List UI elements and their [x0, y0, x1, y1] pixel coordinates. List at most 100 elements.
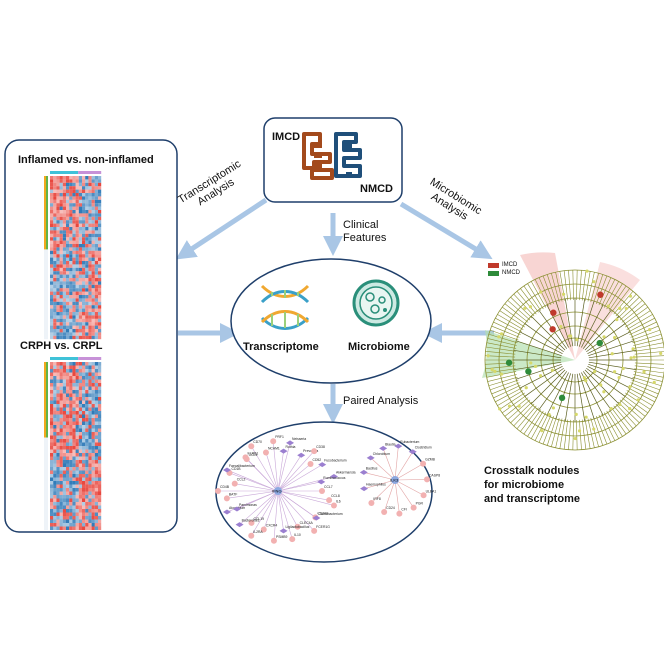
microbe-node-right-7 — [360, 486, 369, 492]
microbe-node-right-8 — [359, 469, 368, 475]
gene-node-left-30 — [307, 461, 314, 468]
legend-swatch-imcd — [488, 263, 499, 268]
gene-node-right-0 — [420, 460, 427, 467]
gene-node-left-5 — [311, 527, 318, 534]
node-label-left-0: CCL7 — [324, 485, 333, 489]
heatmap-crp — [44, 357, 102, 530]
node-label-left-33: Ruminococcus — [323, 476, 346, 480]
node-label-right-5: CD24 — [386, 506, 395, 510]
node-label-left-21: KLRB1 — [247, 451, 258, 455]
dna-icon — [260, 284, 310, 330]
microbe-node-left-14 — [222, 509, 231, 515]
cohort-box — [263, 117, 403, 203]
imcd-intestine-icon — [302, 132, 334, 180]
crp-heatmap-title: CRPH vs. CRPL — [20, 340, 103, 352]
microbe-node-left-13 — [235, 522, 244, 528]
gene-node-left-6 — [294, 523, 301, 530]
node-label-left-11: IL2RA — [253, 530, 263, 534]
node-label-right-3: PGR — [416, 502, 424, 506]
gene-node-left-16 — [223, 495, 230, 502]
gene-node-left-17 — [215, 488, 221, 494]
node-label-left-26: Rothia — [286, 445, 296, 449]
node-label-left-1: CCL8 — [331, 494, 340, 498]
gene-node-left-25 — [270, 438, 277, 445]
node-label-left-31: Fusobacterium — [324, 459, 347, 463]
transcriptome-label: Transcriptome — [243, 341, 319, 353]
node-label-left-24: NCAM1 — [268, 447, 280, 451]
clinical-features-label: Clinical Features — [343, 219, 387, 244]
microbe-node-left-8 — [279, 528, 288, 534]
microbe-node-left-31 — [318, 462, 327, 468]
arrow-to-transcriptomic — [175, 197, 268, 260]
arrows — [175, 197, 494, 424]
gene-node-left-18 — [231, 480, 238, 487]
paired-analysis-label: Paired Analysis — [343, 395, 419, 407]
node-label-left-9: PSMB9 — [276, 535, 288, 539]
microbe-node-left-4 — [312, 515, 321, 521]
node-label-left-5: FCER1G — [316, 525, 330, 529]
node-label-left-16: BATF — [229, 492, 237, 496]
cladogram — [482, 252, 664, 451]
gene-node-right-3 — [410, 504, 417, 511]
node-label-left-12: CCL19 — [253, 517, 264, 521]
legend-label-nmcd: NMCD — [502, 270, 520, 276]
node-label-left-15: Parvimonas — [239, 503, 257, 507]
microbe-node-left-20 — [222, 467, 231, 473]
node-label-left-23: CD70 — [253, 440, 262, 444]
microbiome-label: Microbiome — [348, 341, 410, 353]
gene-node-left-23 — [248, 443, 255, 450]
imcd-label: IMCD — [272, 131, 301, 143]
nmcd-label: NMCD — [360, 183, 393, 195]
node-label-left-19: CD1B — [232, 467, 242, 471]
microbe-node-right-10 — [379, 445, 388, 451]
microbe-node-right-12 — [408, 449, 417, 455]
node-label-left-30: CD52 — [313, 458, 322, 462]
hub-node-right — [391, 476, 399, 484]
crosstalk-network: CCL7CCL8IL6CD200CarnobacteriumFCER1GCLEC… — [215, 435, 440, 544]
node-label-left-20: Faecalibacterium — [229, 464, 255, 468]
legend-label-imcd: IMCD — [502, 262, 518, 268]
node-label-right-0: GZMB — [425, 458, 436, 462]
node-label-left-27: Neisseria — [292, 437, 306, 441]
node-label-left-13: Bacteroides — [242, 519, 260, 523]
gene-node-right-1 — [423, 476, 430, 483]
microbe-node-left-32 — [329, 474, 338, 480]
node-label-left-32: Akkermansia — [336, 471, 356, 475]
legend-swatch-nmcd — [488, 271, 499, 276]
gene-node-left-7 — [289, 536, 296, 543]
crosstalk-caption: Crosstalk nodules for microbiome and tra… — [484, 465, 580, 505]
node-label-left-25: PRF1 — [275, 435, 284, 439]
nmcd-intestine-icon — [334, 132, 362, 178]
node-label-left-7: IL10 — [294, 533, 301, 537]
node-label-left-18: CCL2 — [237, 478, 246, 482]
node-label-right-6: IRF8 — [373, 497, 380, 501]
node-label-left-10: CXCR4 — [266, 523, 278, 527]
node-label-left-22: CCL4 — [249, 453, 258, 457]
hub-node-left — [274, 487, 282, 495]
node-label-left-29: CD38 — [316, 445, 325, 449]
node-label-right-10: Blautia — [385, 442, 395, 446]
inflamed-heatmap-title: Inflamed vs. non-inflamed — [18, 154, 154, 166]
node-label-right-12: Clostridium — [415, 446, 432, 450]
gene-node-left-11 — [248, 532, 255, 539]
microbe-node-left-26 — [279, 448, 288, 454]
gene-node-left-24 — [262, 449, 269, 456]
arrow-to-microbiomic — [399, 201, 493, 260]
petri-dish-icon — [352, 279, 400, 327]
node-label-right-7: Haemophilus — [366, 483, 386, 487]
hub-label-right: ILK3 — [390, 478, 399, 483]
gene-node-left-2 — [330, 502, 337, 509]
node-label-right-8: Bacillus — [366, 466, 378, 470]
node-label-right-4: CFI — [401, 508, 407, 512]
gene-node-left-12 — [248, 519, 255, 526]
gene-node-left-10 — [260, 526, 267, 533]
microbe-node-right-11 — [394, 443, 403, 449]
gene-node-left-9 — [270, 537, 277, 544]
node-label-left-3: CD200 — [317, 511, 328, 515]
node-label-left-17: CD4B — [220, 485, 230, 489]
node-label-right-2: ULBA1 — [426, 489, 437, 493]
node-label-left-28: Prevotella — [303, 449, 318, 453]
microbe-node-left-28 — [297, 452, 306, 458]
